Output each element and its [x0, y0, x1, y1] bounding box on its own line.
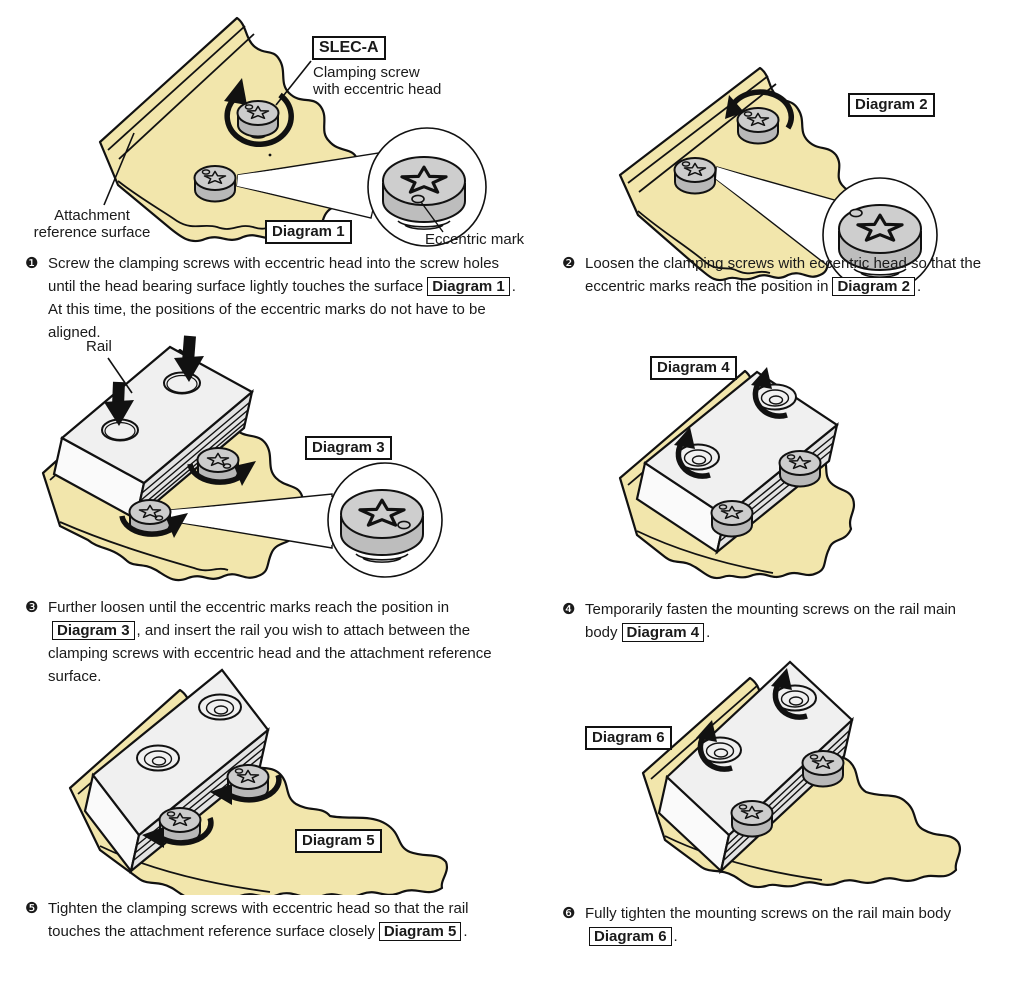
clamping-screw-left	[130, 500, 171, 536]
clamping-caption: Clamping screw with eccentric head	[313, 64, 442, 98]
step-4: ❹ Temporarily fasten the mounting screws…	[562, 598, 990, 644]
step-1-number: ❶	[25, 255, 39, 272]
clamping-screw-right	[228, 765, 269, 801]
clamping-screw-right	[780, 451, 821, 487]
rotation-arrow-right	[187, 461, 256, 486]
diagram-2-label: Diagram 2	[848, 93, 935, 117]
insert-arrow-back	[174, 335, 204, 382]
clamping-screw-upper	[238, 101, 279, 139]
clamping-screw-left	[732, 801, 773, 837]
diagram-2-figure: Diagram 2	[560, 63, 1005, 295]
slec-leader-line	[275, 60, 312, 106]
step-6-text: Fully tighten the mounting screws on the…	[585, 905, 952, 946]
step-4-text: Temporarily fasten the mounting screws o…	[585, 601, 957, 642]
step-1: ❶ Screw the clamping screws with eccentr…	[25, 252, 527, 344]
countersunk-hole-back	[198, 693, 242, 721]
diagram-3-ref: Diagram 3	[52, 621, 135, 640]
step-2: ❷ Loosen the clamping screws with eccent…	[562, 252, 1000, 298]
step-5-number: ❺	[25, 900, 39, 917]
callout-circle-eccentric-bottom	[367, 127, 487, 247]
step-3-text: Further loosen until the eccentric marks…	[48, 599, 492, 685]
clamping-screw-right	[198, 448, 239, 484]
step-5: ❺ Tighten the clamping screws with eccen…	[25, 897, 517, 943]
rail-label: Rail	[86, 338, 112, 355]
eccentric-mark-label: Eccentric mark	[425, 231, 525, 248]
diagram-5-ref: Diagram 5	[378, 922, 462, 941]
attachment-leader-line	[103, 132, 135, 206]
diagram-3-label: Diagram 3	[305, 436, 392, 460]
clamping-screw-right	[803, 751, 844, 787]
diagram-4-label: Diagram 4	[650, 356, 737, 380]
step-3: ❸ Further loosen until the eccentric mar…	[25, 596, 527, 688]
step-5-text: Tighten the clamping screws with eccentr…	[48, 900, 469, 941]
step-2-number: ❷	[562, 255, 576, 272]
clamping-screw-lower	[195, 166, 236, 202]
fasten-arrow-front	[696, 720, 733, 772]
fasten-arrow-back	[771, 668, 808, 720]
callout-wedge	[169, 493, 333, 549]
diagram-6-label: Diagram 6	[585, 726, 672, 750]
insert-arrow-front	[104, 381, 134, 426]
diagram-5-label: Diagram 5	[295, 829, 382, 853]
callout-circle-eccentric-right	[327, 462, 443, 578]
step-6: ❻ Fully tighten the mounting screws on t…	[562, 902, 990, 948]
callout-wedge	[715, 166, 839, 268]
diagram-3-figure: Rail Diagram 3	[30, 330, 520, 597]
step-4-number: ❹	[562, 601, 576, 618]
diagram-4-figure: Diagram 4	[595, 345, 925, 595]
diagram-1-figure: SLEC-A Clamping screw with eccentric hea…	[15, 5, 524, 252]
rail-leader-line	[107, 357, 133, 394]
attachment-caption: Attachment reference surface	[33, 207, 151, 241]
rotation-arrow-ccw	[725, 89, 794, 130]
countersunk-hole-front	[136, 744, 180, 772]
tighten-arrow-left	[142, 817, 214, 848]
step-3-number: ❸	[25, 599, 39, 616]
slec-a-label: SLEC-A	[312, 36, 386, 60]
countersunk-hole-back	[773, 684, 817, 712]
diagram-5-figure: Diagram 5	[30, 660, 495, 895]
fasten-arrow-back	[751, 367, 788, 419]
diagram-2-ref: Diagram 2	[832, 277, 915, 296]
diagram-4-ref: Diagram 4	[621, 623, 705, 642]
clamping-screw-lower	[675, 158, 716, 194]
fasten-arrow-front	[674, 427, 711, 479]
callout-wedge	[236, 151, 386, 219]
rail	[83, 668, 270, 874]
diagram-1-ref: Diagram 1	[427, 277, 510, 296]
diagram-1-label: Diagram 1	[265, 220, 352, 244]
step-2-text: Loosen the clamping screws with eccentri…	[585, 255, 982, 296]
clamping-screw-left	[712, 501, 753, 537]
clamping-screw-left	[160, 808, 201, 844]
callout-circle-eccentric-upper-left	[822, 177, 938, 293]
step-1-text: Screw the clamping screws with eccentric…	[48, 255, 516, 341]
rotation-arrow-left	[119, 513, 188, 538]
diagram-6-figure: Diagram 6	[570, 650, 1005, 890]
rotation-arrow-cw	[224, 78, 294, 147]
diagram-6-ref: Diagram 6	[589, 927, 672, 946]
step-6-number: ❻	[562, 905, 576, 922]
tighten-arrow-right	[210, 774, 282, 805]
clamping-screw-upper	[738, 108, 779, 144]
